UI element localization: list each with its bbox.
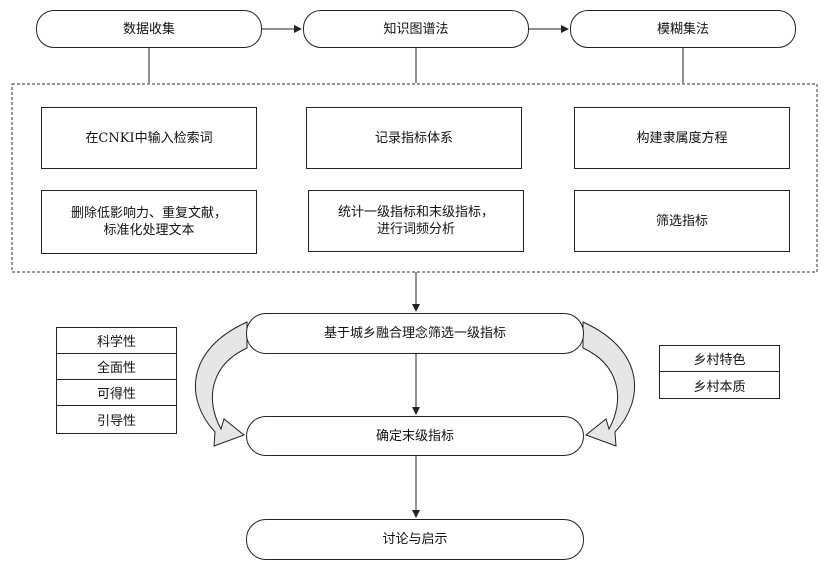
step-label: 统计一级指标和末级指标， 进行词频分析: [337, 205, 494, 237]
node-label: 基于城乡融合理念筛选一级指标: [323, 326, 506, 341]
node-data-collection: 数据收集: [36, 10, 262, 48]
curved-arrow-right: [582, 321, 635, 447]
node-screen-primary: 基于城乡融合理念筛选一级指标: [246, 313, 584, 354]
criteria-cell: 全面性: [57, 354, 176, 380]
node-discussion: 讨论与启示: [246, 519, 584, 560]
node-label: 数据收集: [122, 21, 175, 37]
node-knowledge-graph: 知识图谱法: [303, 10, 529, 48]
node-determine-final: 确定末级指标: [246, 416, 584, 456]
criteria-cell: 科学性: [57, 328, 176, 354]
criteria-cell: 可得性: [57, 380, 176, 406]
step-filter-indicators: 筛选指标: [574, 190, 790, 252]
step-label: 记录指标体系: [374, 130, 453, 146]
criteria-cell: 引导性: [96, 413, 136, 429]
step-label: 构建隶属度方程: [636, 130, 728, 146]
process-container: [11, 83, 818, 273]
node-fuzzy-set: 模糊集法: [570, 10, 796, 48]
left-criteria-table: 科学性 全面性 可得性 引导性: [56, 327, 177, 434]
criteria-cell: 乡村本质: [693, 379, 746, 395]
step-clean-literature: 删除低影响力、重复文献， 标准化处理文本: [41, 190, 257, 254]
node-label: 确定末级指标: [375, 428, 454, 444]
step-label: 在CNKI中输入检索词: [85, 130, 213, 146]
curved-arrow-left: [195, 321, 248, 447]
node-label: 讨论与启示: [382, 532, 448, 547]
step-membership-equation: 构建隶属度方程: [574, 107, 790, 169]
right-criteria-table: 乡村特色 乡村本质: [659, 345, 780, 399]
node-label: 模糊集法: [656, 21, 709, 37]
step-frequency-analysis: 统计一级指标和末级指标， 进行词频分析: [308, 190, 524, 252]
step-record-indicators: 记录指标体系: [306, 107, 522, 169]
criteria-cell: 乡村特色: [660, 346, 779, 372]
step-cnki-search: 在CNKI中输入检索词: [41, 107, 257, 169]
node-label: 知识图谱法: [383, 21, 449, 37]
step-label: 筛选指标: [655, 213, 708, 229]
step-label: 删除低影响力、重复文献， 标准化处理文本: [70, 206, 227, 238]
